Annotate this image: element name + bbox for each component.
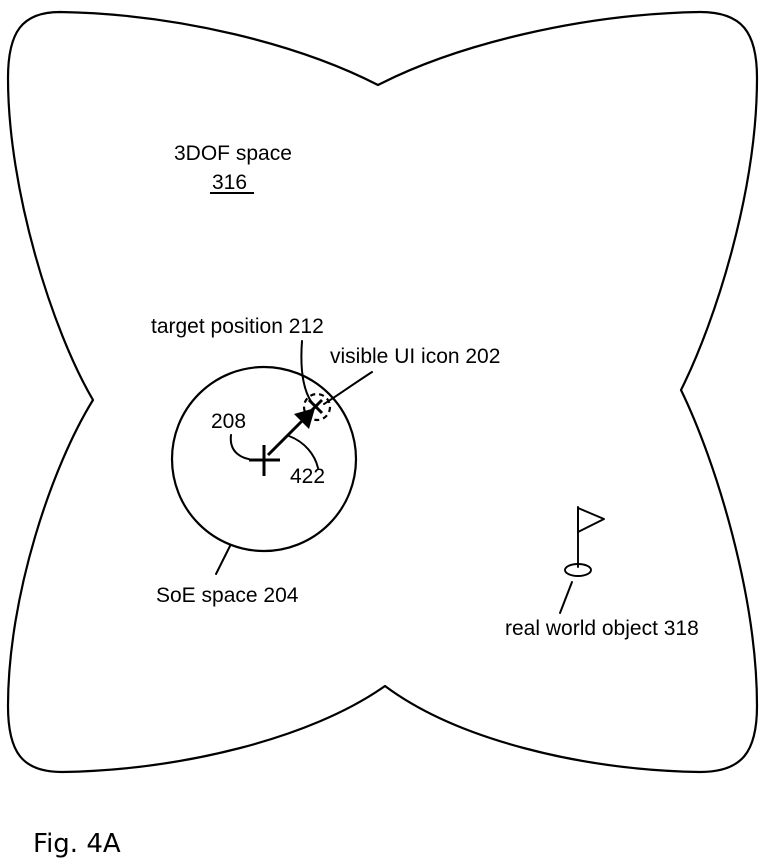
figure-caption: Fig. 4A (33, 829, 121, 859)
soe-space-circle (170, 365, 358, 553)
real-world-object-label-group: real world object 318 (505, 581, 699, 640)
center-marker-label-group: 208 (211, 410, 259, 461)
center-marker-label: 208 (211, 410, 246, 433)
real-world-object-flag-icon (564, 506, 605, 577)
movement-arrow-label: 422 (290, 465, 325, 488)
visible-ui-icon-label: visible UI icon 202 (330, 345, 500, 368)
3dof-space-reference-numeral: 316 (212, 171, 247, 194)
real-world-object-label: real world object 318 (505, 617, 699, 640)
soe-space-label-group: SoE space 204 (156, 545, 299, 607)
3dof-space-boundary (6, 10, 759, 774)
target-position-label: target position 212 (151, 315, 324, 338)
movement-arrow-label-group: 422 (288, 435, 325, 488)
target-position-label-group: target position 212 (151, 315, 324, 404)
3dof-space-label-group: 3DOF space 316 (174, 142, 292, 194)
visible-ui-icon-label-group: visible UI icon 202 (323, 345, 500, 405)
3dof-space-label: 3DOF space (174, 142, 292, 165)
soe-space-label: SoE space 204 (156, 584, 299, 607)
